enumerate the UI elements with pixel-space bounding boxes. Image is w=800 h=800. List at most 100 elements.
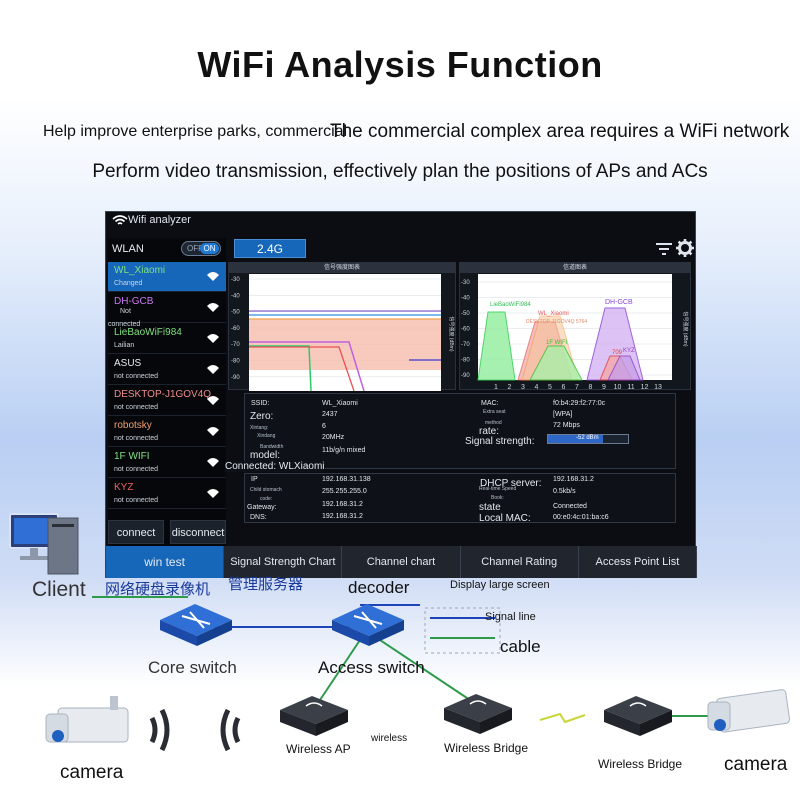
connect-button[interactable]: connect: [108, 520, 164, 544]
wireless-link-icon: [539, 712, 586, 724]
network-item[interactable]: robotsky not connected: [108, 417, 226, 447]
channel-y-tick: -40: [461, 296, 470, 302]
network-status-line2: connected: [108, 321, 141, 328]
channel-y-tick: -30: [461, 280, 470, 286]
wifi-signal-icon: [207, 396, 219, 405]
channel-x-tick: 4: [535, 384, 539, 391]
legend-signal-line-label: Signal line: [485, 611, 536, 623]
access-switch-label: Access switch: [318, 658, 425, 677]
tab-win-test[interactable]: win test: [106, 546, 225, 578]
network-status: not connected: [114, 435, 158, 442]
settings-gear-icon[interactable]: [676, 239, 694, 257]
wlan-label: WLAN: [112, 243, 144, 255]
wifi-signal-icon: [207, 272, 219, 281]
rate-label: rate:: [479, 426, 500, 437]
camera-left-icon: [45, 696, 129, 743]
wifi-signal-icon: [207, 303, 219, 312]
wireless-signal-right-icon: [220, 708, 241, 752]
signal-strength-fill: [548, 435, 603, 443]
band-selector[interactable]: 2.4G: [234, 239, 306, 258]
network-status: not connected: [114, 466, 158, 473]
bandwidth-value: 20MHz: [322, 434, 345, 441]
network-name: KYZ: [114, 482, 134, 493]
network-diagram: [9, 513, 790, 752]
channel-x-tick: 8: [589, 384, 593, 391]
channel-x-tick: 9: [602, 384, 606, 391]
access-switch-icon: [332, 604, 404, 646]
ssid-value: WL_Xiaomi: [322, 400, 358, 407]
channel-x-tick: 2: [508, 384, 512, 391]
signal-y-tick: -70: [231, 342, 240, 348]
page-title: WiFi Analysis Function: [197, 44, 603, 85]
legend-cable-label: cable: [500, 637, 541, 656]
wireless-bridge-icon: [444, 694, 512, 734]
zero-value: 2437: [322, 411, 338, 418]
mac-label: MAC:: [481, 400, 499, 407]
disconnect-button[interactable]: disconnect: [170, 520, 226, 544]
subtitle-left: Help improve enterprise parks, commercia…: [43, 123, 348, 140]
camera-right-icon: [707, 689, 790, 733]
local-mac-label: Local MAC:: [479, 513, 531, 524]
channel-label-dhgcb: DH-GCB: [605, 299, 633, 306]
network-item[interactable]: KYZ not connected: [108, 479, 226, 509]
wireless-label: wireless: [371, 733, 408, 744]
tab-channel-chart[interactable]: Channel chart: [342, 546, 461, 578]
network-status: not connected: [114, 497, 158, 504]
bottom-tab-bar: win test Signal Strength Chart Channel c…: [106, 546, 698, 578]
tab-access-point-list[interactable]: Access Point List: [578, 546, 698, 578]
connected-status: Connected: WLXiaomi: [225, 461, 325, 472]
wifi-signal-icon: [207, 365, 219, 374]
channel-label-709: 709: [612, 350, 623, 356]
network-name: DH-GCB: [114, 296, 154, 307]
channel-x-tick: 1: [494, 384, 498, 391]
channel-y-axis-label: 信号强度 (dBm): [682, 311, 689, 346]
channel-y-tick: -80: [461, 358, 470, 364]
network-status: Changed: [114, 280, 143, 287]
channel-label-1fwifi: 1F WIFI: [546, 340, 568, 346]
decoder-label: decoder: [348, 578, 410, 597]
tab-channel-rating[interactable]: Channel Rating: [460, 546, 579, 578]
nvr-label: 网络硬盘录像机: [105, 581, 211, 598]
dns-value: 192.168.31.2: [322, 513, 363, 520]
encrypt-value: [WPA]: [553, 411, 573, 418]
xintang-label: Xintang:: [250, 425, 269, 431]
wlan-toggle[interactable]: OFF ON: [181, 241, 221, 256]
signal-y-tick: -80: [231, 359, 240, 365]
network-info-panel: IP 192.168.31.138 DHCP server: 192.168.3…: [244, 473, 676, 524]
channel-x-tick: 12: [641, 384, 649, 391]
access-to-bridge-cable: [379, 639, 471, 701]
signal-chart-svg: -30-40-50-60-70-80-90 信号强度 (dBm): [231, 274, 455, 391]
camera-left-label: camera: [60, 762, 124, 783]
wifi-signal-icon: [207, 427, 219, 436]
signal-strength-value: -52 dBm: [576, 435, 599, 441]
network-status: not connected: [114, 404, 158, 411]
signal-strength-chart: 信号强度图表 -30-40-50-60-70-80-90 信号强度 (dBm): [228, 262, 456, 391]
channel-y-tick: -90: [461, 373, 470, 379]
xindang-label: Xindang: [257, 433, 276, 439]
display-screen-label: Display large screen: [450, 579, 550, 591]
ip-value: 192.168.31.138: [322, 476, 371, 483]
xintang-value: 6: [322, 423, 326, 430]
wireless-signal-left-icon: [149, 708, 170, 752]
signal-strength-bar: -52 dBm: [547, 434, 629, 444]
state-value: Connected: [553, 503, 587, 510]
network-name: robotsky: [114, 420, 152, 431]
mac-value: f0:b4:29:f2:77:0c: [553, 400, 606, 407]
tab-signal-strength-chart[interactable]: Signal Strength Chart: [224, 546, 343, 578]
client-label: Client: [32, 578, 86, 601]
subtitle-line2: Perform video transmission, effectively …: [92, 161, 708, 182]
filter-icon[interactable]: [656, 242, 672, 256]
channel-x-tick: 3: [521, 384, 525, 391]
connection-info-panel: SSID: WL_Xiaomi MAC: f0:b4:29:f2:77:0c Z…: [244, 393, 676, 469]
channel-label-xiaomi: WL_Xiaomi: [538, 311, 569, 317]
signal-y-tick: -90: [231, 375, 240, 381]
toggle-off-label: OFF: [187, 244, 203, 253]
